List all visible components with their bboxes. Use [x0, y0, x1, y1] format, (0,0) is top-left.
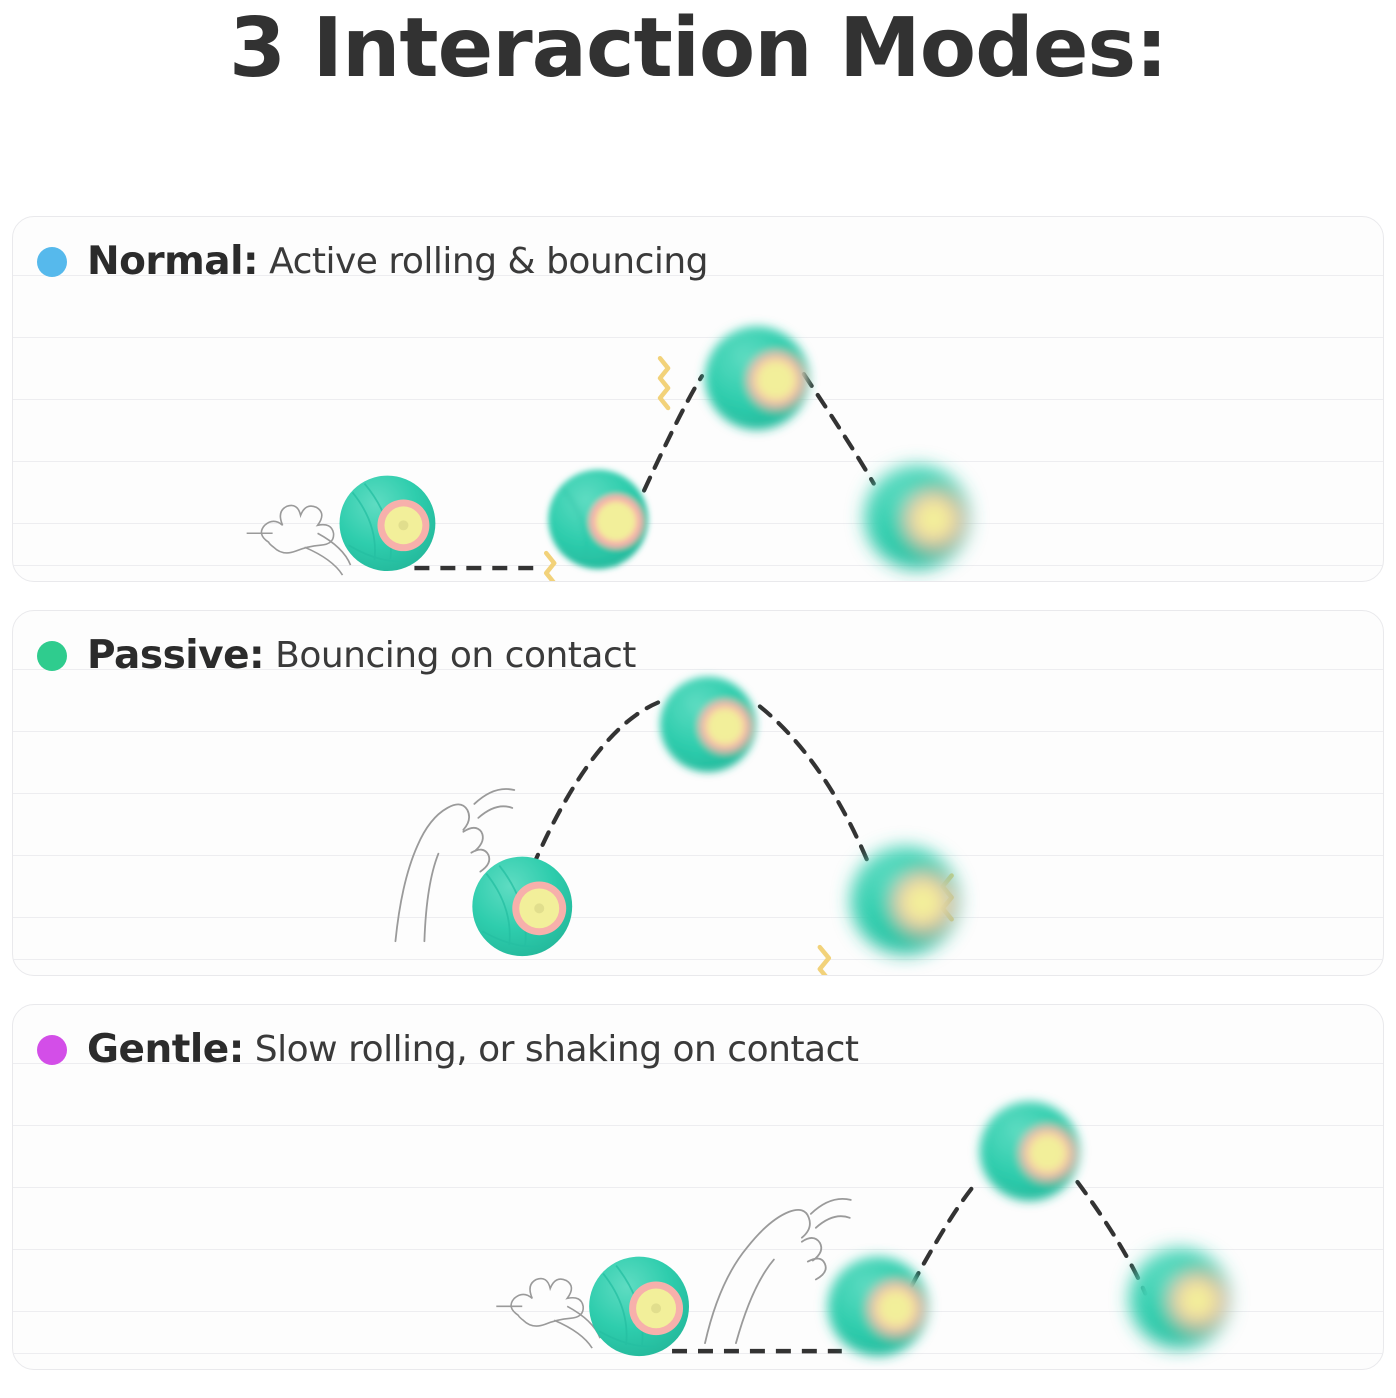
scene-normal [13, 217, 1383, 581]
scene-passive [13, 611, 1383, 975]
mode-card-list: Normal: Active rolling & bouncing [12, 216, 1384, 1398]
dashed-trajectory [909, 1179, 1148, 1296]
paw-print-icon [496, 1277, 601, 1349]
toy-ball [589, 1256, 690, 1357]
mode-card-normal: Normal: Active rolling & bouncing [12, 216, 1384, 582]
toy-ball [339, 475, 436, 572]
mode-name-gentle: Gentle: [87, 1027, 244, 1072]
toy-ball [548, 469, 649, 570]
scene-gentle [13, 1005, 1383, 1369]
cat-leg-icon [704, 1198, 852, 1345]
mode-dot-normal [37, 246, 67, 277]
mode-description-normal: Active rolling & bouncing [269, 241, 709, 282]
mode-name-normal: Normal: [87, 239, 259, 284]
toy-ball [704, 326, 809, 430]
toy-ball [472, 856, 573, 957]
mode-header-passive: Passive: Bouncing on contact [37, 633, 636, 678]
mode-dot-passive [37, 640, 67, 671]
toy-ball [1129, 1248, 1230, 1349]
mode-description-gentle: Slow rolling, or shaking on contact [254, 1029, 859, 1070]
mode-header-normal: Normal: Active rolling & bouncing [37, 239, 709, 284]
cat-leg-icon [394, 788, 516, 943]
toy-ball [864, 465, 969, 570]
mode-description-passive: Bouncing on contact [275, 635, 636, 676]
mode-dot-gentle [37, 1034, 67, 1065]
mode-name-passive: Passive: [87, 633, 265, 678]
toy-ball [850, 846, 959, 955]
mode-card-gentle: Gentle: Slow rolling, or shaking on cont… [12, 1004, 1384, 1370]
toy-ball [660, 676, 756, 773]
paw-print-icon [246, 504, 352, 576]
toy-ball [827, 1256, 928, 1357]
mode-card-passive: Passive: Bouncing on contact [12, 610, 1384, 976]
page-title: 3 Interaction Modes: [228, 1, 1168, 96]
toy-ball [979, 1101, 1080, 1201]
dashed-trajectory [530, 700, 870, 870]
mode-header-gentle: Gentle: Slow rolling, or shaking on cont… [37, 1027, 859, 1072]
dashed-trajectory [641, 372, 876, 493]
